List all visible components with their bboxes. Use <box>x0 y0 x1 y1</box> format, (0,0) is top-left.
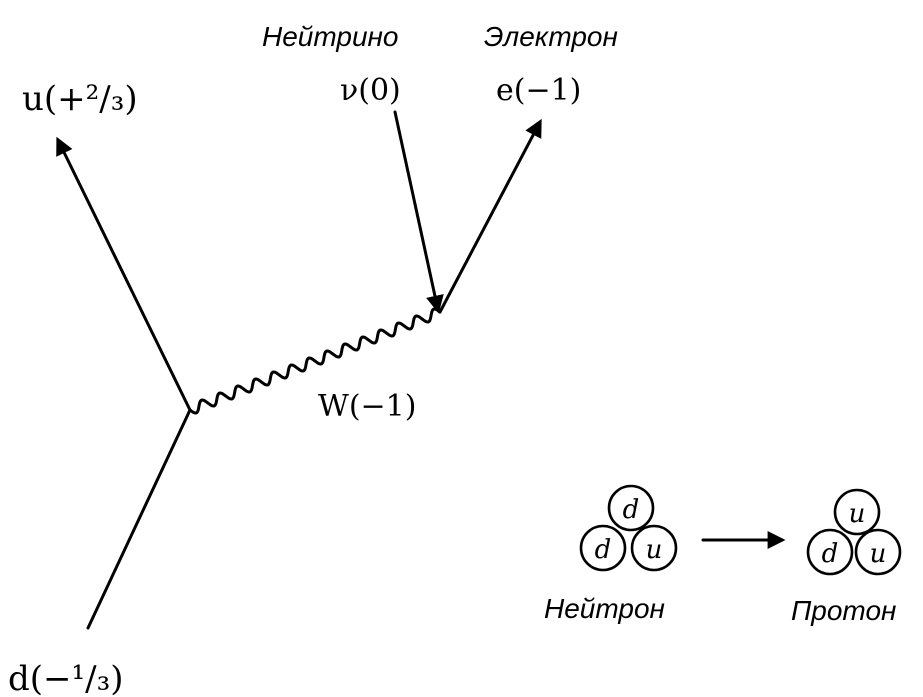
proton-word-label: Протон <box>791 595 896 626</box>
neutron-quark-left <box>579 524 627 572</box>
u-quark-arrow <box>56 136 192 412</box>
proton-quark-right-letter: u <box>870 539 887 569</box>
neutrino-arrow <box>393 110 444 314</box>
neutrino-word-label: Нейтрино <box>262 21 399 52</box>
w-boson-wavy-line <box>188 307 442 415</box>
proton-quark-left <box>806 528 854 576</box>
d-quark-line <box>86 408 192 630</box>
electron-arrow <box>438 118 542 314</box>
w-boson-label: W(−1) <box>318 389 416 424</box>
electron-word-label: Электрон <box>484 21 618 52</box>
neutrino-symbol-label: ν(0) <box>340 73 401 108</box>
neutron-quark-top <box>607 484 655 532</box>
neutron-quark-right-letter: u <box>646 535 663 565</box>
proton-quark-left-letter: d <box>822 539 839 569</box>
neutron-quark-left-letter: d <box>595 535 612 565</box>
proton-quark-top-letter: u <box>849 499 866 529</box>
neutron-quark-cluster: d d u <box>579 484 678 572</box>
neutron-word-label: Нейтрон <box>544 593 665 624</box>
u-quark-label: u(+²/₃) <box>22 79 138 119</box>
d-quark-label: d(−¹/₃) <box>8 659 124 697</box>
proton-quark-right <box>854 528 902 576</box>
neutron-quark-top-letter: d <box>623 495 640 525</box>
neutron-quark-right <box>630 524 678 572</box>
proton-quark-cluster: u d u <box>806 488 902 576</box>
proton-quark-top <box>833 488 881 536</box>
electron-symbol-label: e(−1) <box>496 73 581 108</box>
